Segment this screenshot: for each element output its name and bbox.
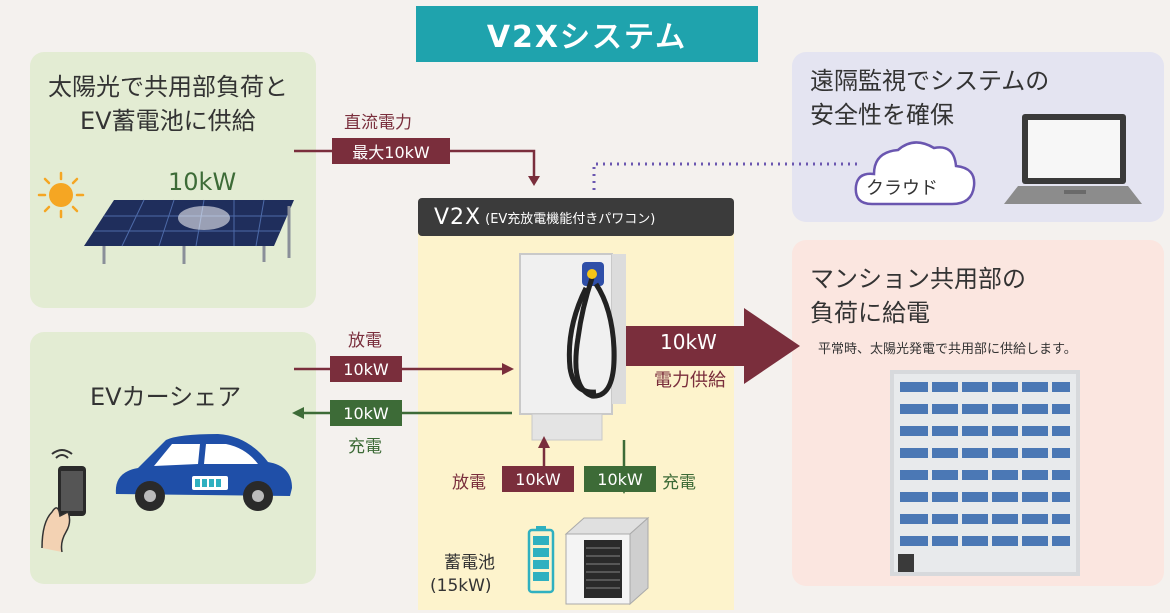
- ev-share-heading: EVカーシェア: [90, 383, 242, 411]
- dc-flow-arrow: [294, 149, 540, 186]
- monitoring-heading-line1: 遠隔監視でシステムの: [810, 67, 1050, 95]
- ev-charge-label: 充電: [348, 437, 382, 457]
- ev-discharge-box: 10kW: [330, 356, 402, 382]
- supply-value: 10kW: [660, 330, 717, 354]
- v2x-description: (EV充放電機能付きパワコン): [485, 211, 656, 227]
- v2x-name: V2X: [434, 204, 482, 230]
- diagram-title: V2Xシステム: [416, 6, 758, 62]
- battery-label: 蓄電池: [444, 553, 495, 573]
- laptop-icon: [1004, 114, 1142, 204]
- ev-discharge-arrow: [294, 363, 514, 375]
- ev-charge-box: 10kW: [330, 400, 402, 426]
- storage-charge-label: 充電: [662, 473, 696, 493]
- solar-heading-line1: 太陽光で共用部負荷と: [48, 73, 288, 101]
- monitoring-heading-line2: 安全性を確保: [810, 101, 954, 129]
- ev-car-icon: [115, 434, 292, 511]
- storage-discharge-label: 放電: [452, 473, 486, 493]
- supply-label: 電力供給: [654, 370, 726, 391]
- storage-charge-box: 10kW: [584, 466, 656, 492]
- solar-array-icon: [84, 199, 294, 264]
- ev-charge-arrow: [292, 407, 512, 419]
- battery-capacity: (15kW): [430, 576, 492, 596]
- solar-heading-line2: EV蓄電池に供給: [80, 107, 256, 135]
- dc-power-label: 直流電力: [344, 113, 412, 133]
- sun-icon: [37, 171, 85, 219]
- v2x-header: V2X (EV充放電機能付きパワコン): [418, 198, 734, 236]
- battery-level-icon: [527, 526, 555, 594]
- apartment-building-icon: [890, 370, 1080, 576]
- smartphone-icon: [41, 449, 86, 553]
- dc-max-box: 最大10kW: [332, 138, 450, 164]
- mansion-heading-line1: マンション共用部の: [810, 265, 1026, 293]
- power-conditioner-icon: [519, 253, 626, 441]
- solar-capacity: 10kW: [168, 168, 237, 196]
- storage-discharge-box: 10kW: [502, 466, 574, 492]
- cloud-connection-line: [592, 162, 858, 190]
- cloud-label: クラウド: [866, 178, 938, 199]
- cloud-icon: [854, 141, 976, 206]
- mansion-note: 平常時、太陽光発電で共用部に供給します。: [818, 342, 1077, 357]
- supply-arrow: [626, 308, 800, 384]
- ev-discharge-label: 放電: [348, 331, 382, 351]
- storage-unit-icon: [564, 516, 650, 606]
- mansion-heading-line2: 負荷に給電: [810, 299, 930, 327]
